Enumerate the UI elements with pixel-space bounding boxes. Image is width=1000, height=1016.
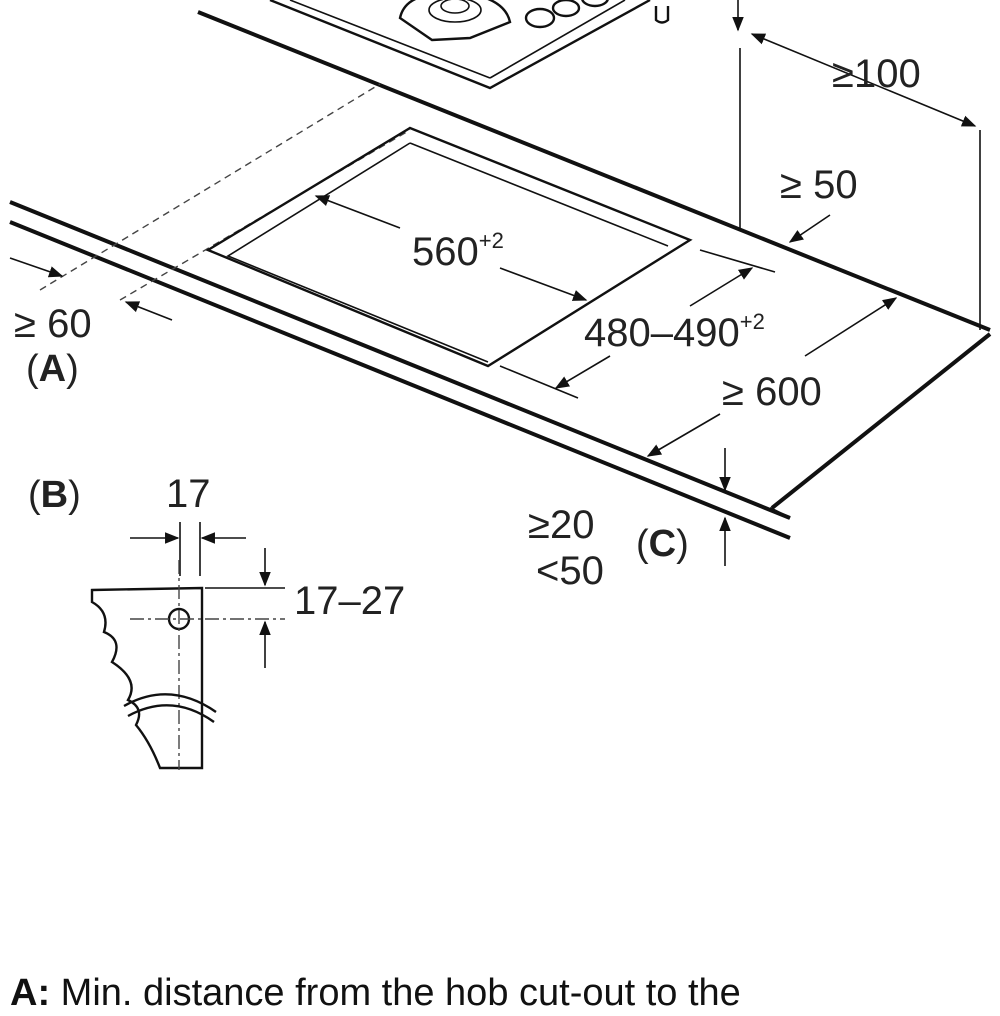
rear-clearance-label: ≥100 bbox=[832, 52, 921, 96]
worktop-depth-dimension: ≥ 600 bbox=[646, 297, 898, 457]
side-gap-label: ≥ 50 bbox=[780, 163, 858, 207]
hob-cutout bbox=[205, 126, 693, 368]
detail-b: (B) 17 17–27 bbox=[28, 472, 405, 770]
detail-height-label: 17–27 bbox=[294, 579, 405, 623]
footnote-text: Min. distance from the hob cut-out to th… bbox=[50, 972, 741, 1014]
label-c: (C) bbox=[636, 523, 689, 565]
cutout-depth-dimension: 480–490+2 bbox=[499, 249, 776, 399]
side-gap-dimension: ≥ 50 bbox=[780, 163, 858, 243]
rear-clearance-dimension: ≥100 bbox=[732, 0, 977, 127]
footnote-key: A: bbox=[10, 972, 51, 1014]
worktop-thickness-dimension: ≥20 <50 (C) bbox=[528, 448, 731, 593]
burner-icon bbox=[398, 0, 512, 42]
label-a: (A) bbox=[26, 348, 79, 390]
control-knob-icon bbox=[524, 0, 670, 29]
cutout-depth-label: 480–490+2 bbox=[584, 309, 765, 355]
detail-width-label: 17 bbox=[166, 472, 211, 516]
cutout-width-dimension: 560+2 bbox=[314, 195, 588, 301]
worktop-depth-label: ≥ 600 bbox=[722, 370, 822, 414]
front-distance-dimension: ≥ 60 bbox=[9, 257, 173, 346]
worktop bbox=[9, 10, 992, 540]
label-b: (B) bbox=[28, 474, 81, 516]
hob-appliance bbox=[269, 0, 670, 90]
footnote: A: Min. distance from the hob cut-out to… bbox=[10, 970, 990, 1016]
worktop-thickness-max-label: <50 bbox=[536, 549, 604, 593]
clamp-bracket-icon bbox=[90, 586, 204, 770]
worktop-thickness-min-label: ≥20 bbox=[528, 503, 594, 547]
cutout-width-label: 560+2 bbox=[412, 228, 504, 274]
construction-lines bbox=[39, 83, 411, 301]
front-distance-label: ≥ 60 bbox=[14, 302, 92, 346]
